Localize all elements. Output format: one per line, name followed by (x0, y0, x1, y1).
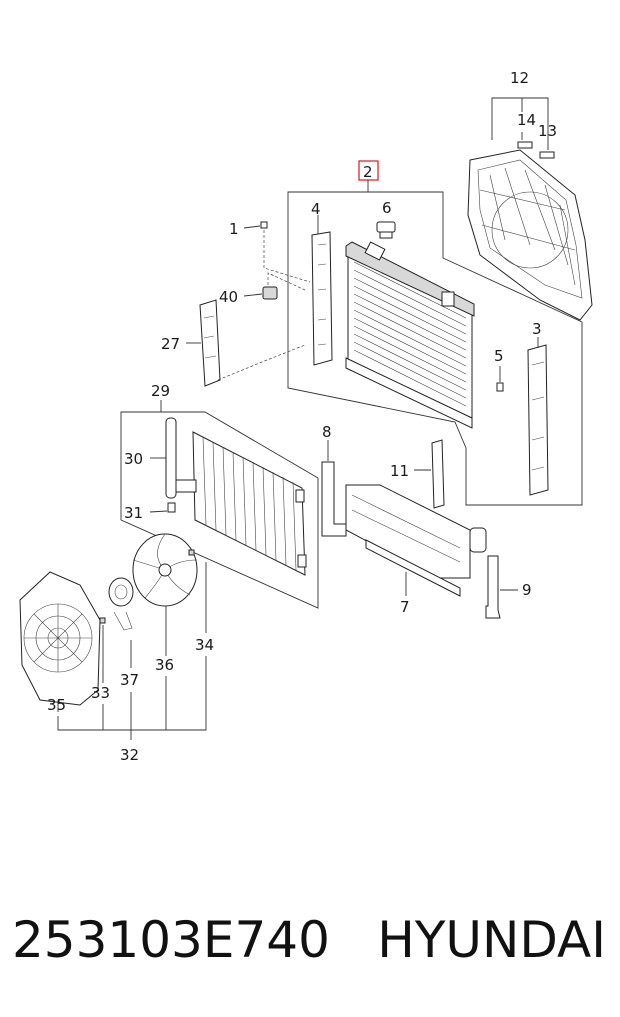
bracket-11 (414, 439, 445, 509)
bracket-3 (527, 344, 549, 496)
callout-2: 2 (363, 163, 373, 181)
callout-5: 5 (494, 347, 504, 365)
dashed-1 (263, 230, 311, 283)
radiator (345, 241, 475, 429)
callout-8: 8 (322, 423, 332, 441)
callout-30: 30 (124, 450, 143, 468)
callout-40: 40 (219, 288, 238, 306)
bolt-5 (496, 366, 504, 392)
bracket-27 (199, 299, 221, 387)
callout-27: 27 (161, 335, 180, 353)
fan-motor-37 (108, 577, 134, 631)
leader-31 (149, 510, 168, 513)
group-box-2 (287, 191, 583, 506)
callout-7: 7 (400, 598, 410, 616)
screw-33 (99, 617, 106, 624)
callout-9: 9 (522, 581, 532, 599)
receiver-drier-30 (165, 417, 197, 499)
callout-31: 31 (124, 504, 143, 522)
callout-32: 32 (120, 746, 139, 764)
footer: 253103E740 HYUNDAI (0, 905, 620, 975)
dashed-27 (217, 344, 306, 381)
fan-shroud-35 (19, 571, 101, 706)
hose-7 (365, 539, 461, 597)
bracket-4 (311, 231, 333, 366)
highlight-box-2 (358, 160, 379, 181)
condenser (192, 431, 307, 576)
bolt-1 (243, 221, 268, 229)
callout-6: 6 (382, 199, 392, 217)
callout-4: 4 (311, 200, 321, 218)
fan-shroud (467, 149, 593, 321)
plug-31 (167, 502, 176, 513)
callout-37: 37 (120, 671, 139, 689)
mount-40 (243, 286, 278, 300)
radiator-cap (376, 221, 396, 239)
label-14 (517, 141, 555, 159)
dashed-40 (267, 272, 306, 291)
brand-name: HYUNDAI (377, 911, 606, 969)
leader-12 (491, 97, 549, 150)
hose-8 (321, 461, 347, 537)
callout-13: 13 (538, 122, 557, 140)
callout-12: 12 (510, 69, 529, 87)
part-number: 253103E740 (12, 911, 330, 969)
callout-1: 1 (229, 220, 239, 238)
callout-34: 34 (195, 636, 214, 654)
callout-14: 14 (517, 111, 536, 129)
callout-35: 35 (47, 696, 66, 714)
parts-diagram: 12 14 13 2 6 4 1 40 27 (19, 69, 593, 764)
group-box-29 (120, 411, 319, 609)
hose-9 (485, 555, 501, 619)
leader-32 (57, 656, 207, 740)
callout-33: 33 (91, 684, 110, 702)
callout-29: 29 (151, 382, 170, 400)
callout-11: 11 (390, 462, 409, 480)
cooler-assembly (345, 484, 487, 579)
fan-blade-36 (132, 533, 198, 607)
callout-36: 36 (155, 656, 174, 674)
callout-3: 3 (532, 320, 542, 338)
nut-34 (188, 549, 195, 556)
